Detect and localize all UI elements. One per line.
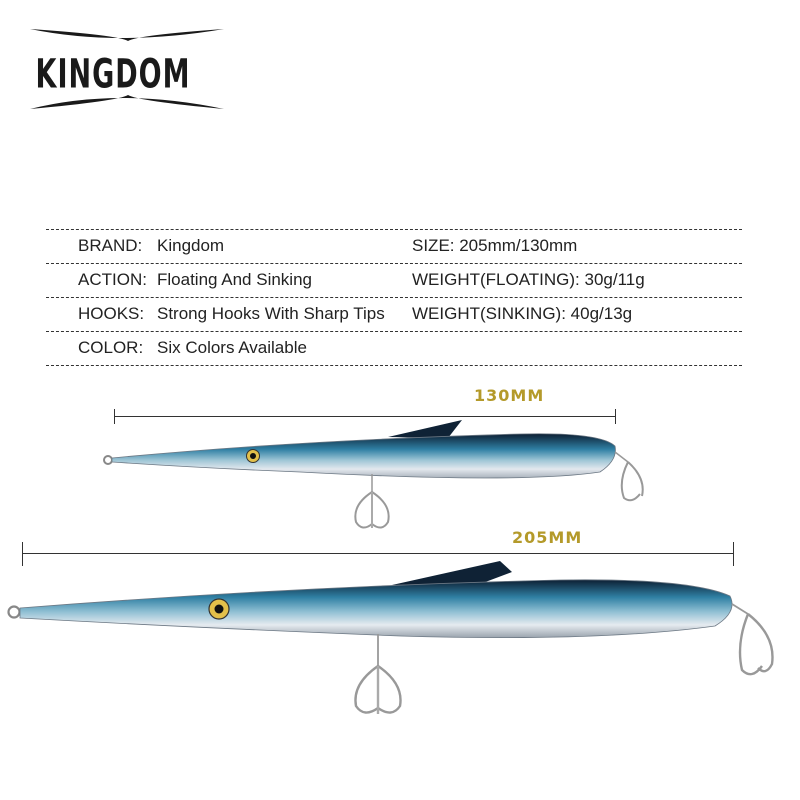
spec-row: HOOKS: Strong Hooks With Sharp Tips WEIG… bbox=[46, 297, 742, 331]
logo-text: KINGDOM bbox=[35, 51, 191, 99]
spec-label: COLOR: bbox=[78, 338, 144, 357]
dimension-line-large bbox=[22, 553, 734, 554]
spec-label: HOOKS: bbox=[78, 304, 145, 323]
logo-swoosh-icon bbox=[30, 29, 224, 109]
dimension-label-small: 130MM bbox=[474, 386, 545, 405]
spec-label-right: SIZE: 205mm/130mm bbox=[412, 236, 578, 255]
kingdom-logo: KINGDOM bbox=[28, 25, 228, 115]
spec-row: ACTION: Floating And Sinking WEIGHT(FLOA… bbox=[46, 263, 742, 297]
spec-value: Kingdom bbox=[157, 236, 225, 255]
dimension-tick bbox=[22, 542, 23, 566]
spec-label: BRAND: bbox=[78, 236, 143, 255]
spec-value: Strong Hooks With Sharp Tips bbox=[157, 304, 385, 323]
spec-table: BRAND: Kingdom SIZE: 205mm/130mm ACTION:… bbox=[46, 229, 742, 366]
dimension-label-large: 205MM bbox=[512, 528, 583, 547]
dimension-tick bbox=[114, 409, 115, 424]
spec-value: Six Colors Available bbox=[157, 338, 307, 357]
spec-label-right: WEIGHT(FLOATING): 30g/11g bbox=[412, 270, 645, 289]
spec-label-right: WEIGHT(SINKING): 40g/13g bbox=[412, 304, 633, 323]
dimension-tick bbox=[615, 409, 616, 424]
spec-row: COLOR: Six Colors Available bbox=[46, 331, 742, 366]
spec-row: BRAND: Kingdom SIZE: 205mm/130mm bbox=[46, 229, 742, 263]
spec-label: ACTION: bbox=[78, 270, 147, 289]
dimension-line-small bbox=[114, 416, 616, 417]
spec-value: Floating And Sinking bbox=[157, 270, 312, 289]
dimension-tick bbox=[733, 542, 734, 566]
